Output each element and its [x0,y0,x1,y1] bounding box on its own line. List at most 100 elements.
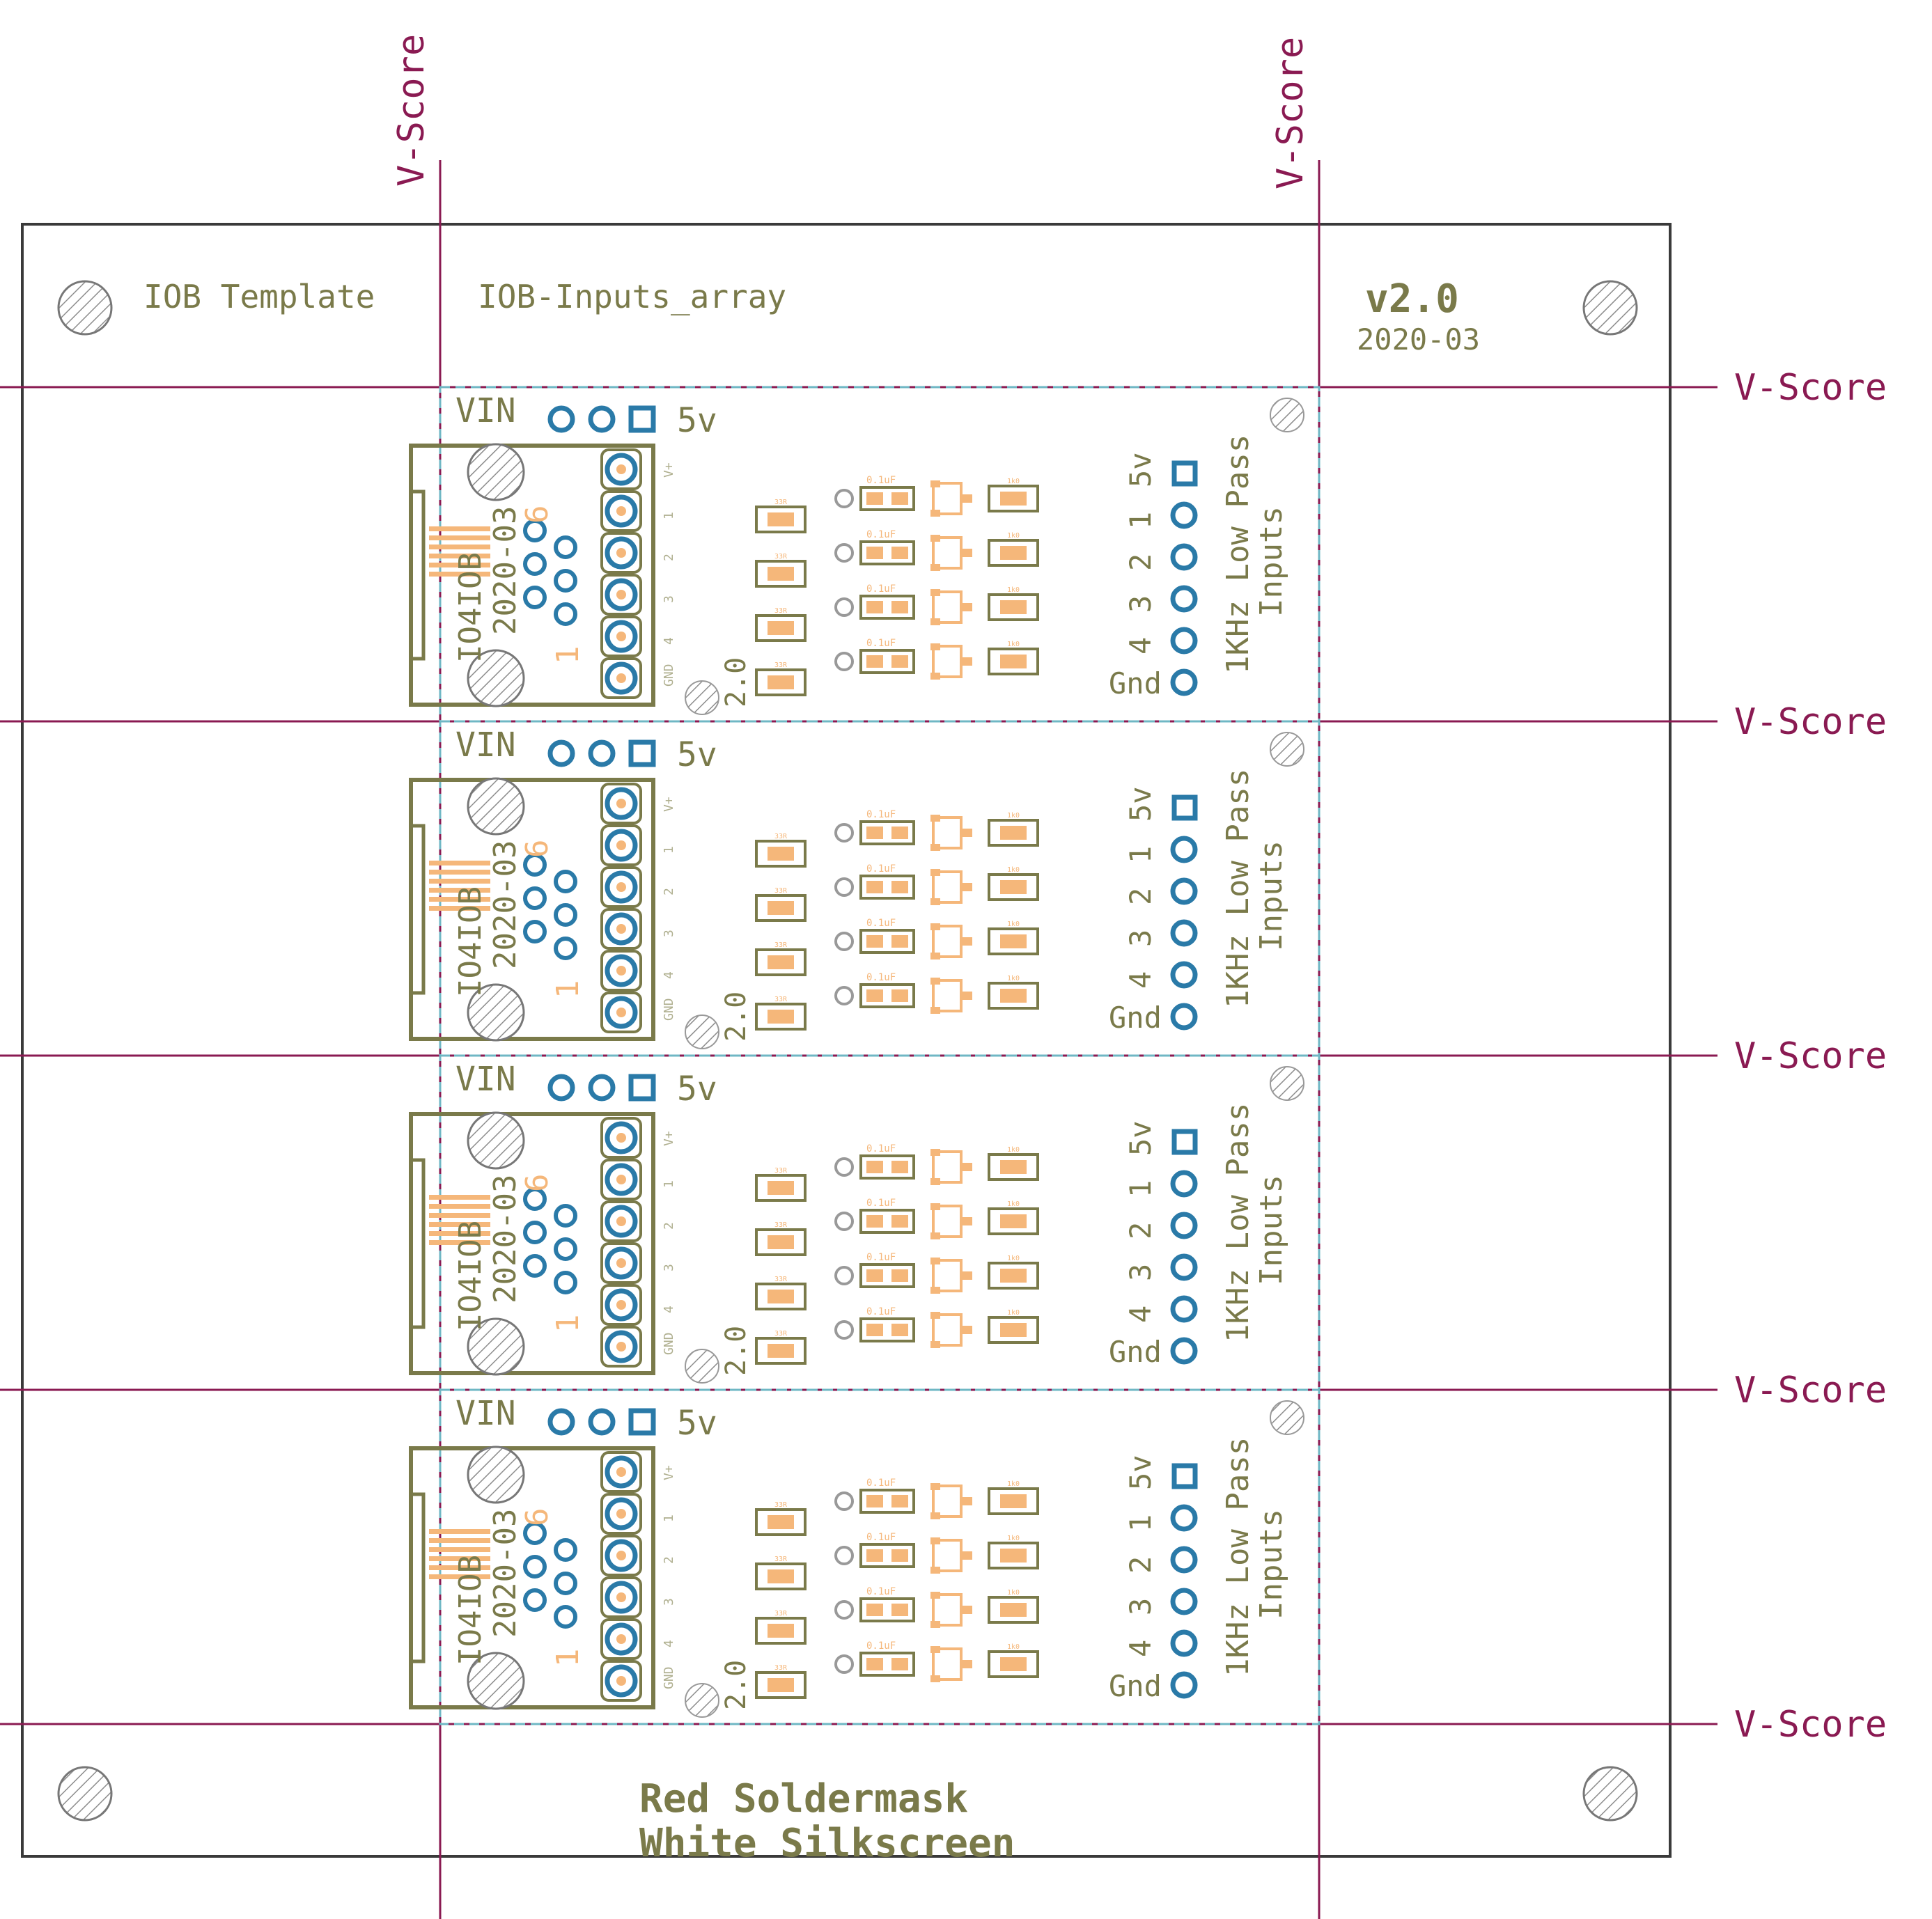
module-desc-line1: 1KHz Low Pass [1220,1437,1256,1677]
resistor-left-pad [768,1235,794,1249]
rj-via [523,853,547,877]
rj-mount-hole [467,443,525,501]
output-pin-label: Gnd [1109,1669,1162,1703]
output-pin-square [1171,1129,1198,1155]
via-small [834,652,854,671]
resistor-left-label: 33R [774,1610,788,1618]
diode-pad [930,1646,940,1653]
resistor-right-pad [1000,600,1027,614]
output-pin [1170,919,1198,947]
diode-pad [961,1551,972,1560]
header-pin [547,1074,575,1102]
diode-pad [930,869,940,876]
rj-via [523,519,547,542]
output-pin [1170,1295,1198,1323]
module-desc-line2: Inputs [1254,1509,1289,1620]
diode-pad [961,883,972,891]
diode-pad [961,1497,972,1505]
module-desc-line2: Inputs [1254,1175,1289,1285]
capacitor-pad [891,655,908,668]
resistor-left-label: 33R [774,1501,788,1509]
diode-pad [930,1149,940,1156]
fiducial-hole [685,680,719,715]
capacitor-pad [866,601,883,613]
diode-body [932,1539,963,1572]
resistor-right-label: 1k0 [1007,1643,1020,1651]
vscore-label-horizontal: V-Score [1734,1370,1887,1411]
rj-contact-finger [429,1529,490,1534]
resistor-left-label: 33R [774,1330,788,1338]
resistor-right-pad [1000,1657,1027,1671]
diode-pad [961,937,972,946]
capacitor-pad [891,547,908,559]
panel-title-mid: IOB-Inputs_array [478,278,786,315]
resistor-left [755,894,807,922]
output-pin-label: 2 [1123,888,1158,905]
capacitor-pad [866,1215,883,1228]
resistor-right-pad [1000,989,1027,1003]
output-pin [1170,836,1198,863]
module-name: IO4IOB [453,1555,488,1666]
rj-connector-body [409,1446,655,1709]
output-pin [1170,1253,1198,1281]
terminal-pin-label: 4 [662,1306,676,1313]
mounting-hole-bottom-left [57,1766,113,1822]
module-date: 2020-03 [488,506,523,635]
resistor-left-label: 33R [774,1167,788,1175]
module-desc-line2: Inputs [1254,506,1289,617]
rj-connector-tab [411,824,426,995]
capacitor-pad [891,1269,908,1282]
resistor-right-label: 1k0 [1007,641,1020,648]
terminal-pin-label: 1 [662,846,676,854]
output-pin-label: 1 [1123,512,1158,529]
resistor-right-pad [1000,1160,1027,1174]
terminal-pin-center [616,632,626,641]
rj-contact-finger [429,535,490,540]
resistor-right-pad [1000,655,1027,668]
terminal-pin-label: 3 [662,1264,676,1271]
rj-contact-finger [429,879,490,884]
output-pin [1170,1546,1198,1574]
output-pin-label: 5v [1123,1120,1158,1156]
resistor-right-pad [1000,1269,1027,1283]
rj-contact-finger [429,1222,490,1227]
rj-contact-finger [429,1213,490,1218]
resistor-right-pad [1000,546,1027,560]
diode-pad [930,564,940,571]
output-pin [1170,1629,1198,1657]
output-pin-label: 4 [1123,637,1158,655]
capacitor-pad [891,1324,908,1336]
board-outline [21,223,1672,1858]
output-pin [1170,543,1198,571]
header-pin-square [628,405,656,433]
resistor-left-label: 33R [774,941,788,949]
terminal-pin-center [616,840,626,850]
capacitor-pad [866,1324,883,1336]
panel-version: v2.0 [1365,276,1459,322]
rj-contact-finger [429,572,490,577]
fiducial-hole [1270,398,1304,432]
output-pin [1170,1003,1198,1031]
resistor-left-pad [768,567,794,581]
capacitor-label: 0.1uF [866,1478,896,1489]
resistor-left [755,1003,807,1031]
diode-pad [930,510,940,517]
diode-pad [930,1341,940,1348]
module-name: IO4IOB [453,1221,488,1331]
rj-via [523,920,547,943]
terminal-pin-center [616,1509,626,1519]
rj-contact-finger [429,554,490,558]
capacitor-label: 0.1uF [866,1532,896,1543]
diode-pad [930,1592,940,1599]
panel-date: 2020-03 [1357,322,1480,357]
diode-pad [930,1512,940,1519]
fiducial-hole [685,1015,719,1049]
pin-label-high: 6 [520,1508,555,1527]
via-small [834,1654,854,1674]
resistor-left-label: 33R [774,553,788,561]
rj-connector-body [409,444,655,707]
module-desc-line1: 1KHz Low Pass [1220,1103,1256,1342]
output-pin [1170,1212,1198,1239]
output-pin [1170,961,1198,989]
